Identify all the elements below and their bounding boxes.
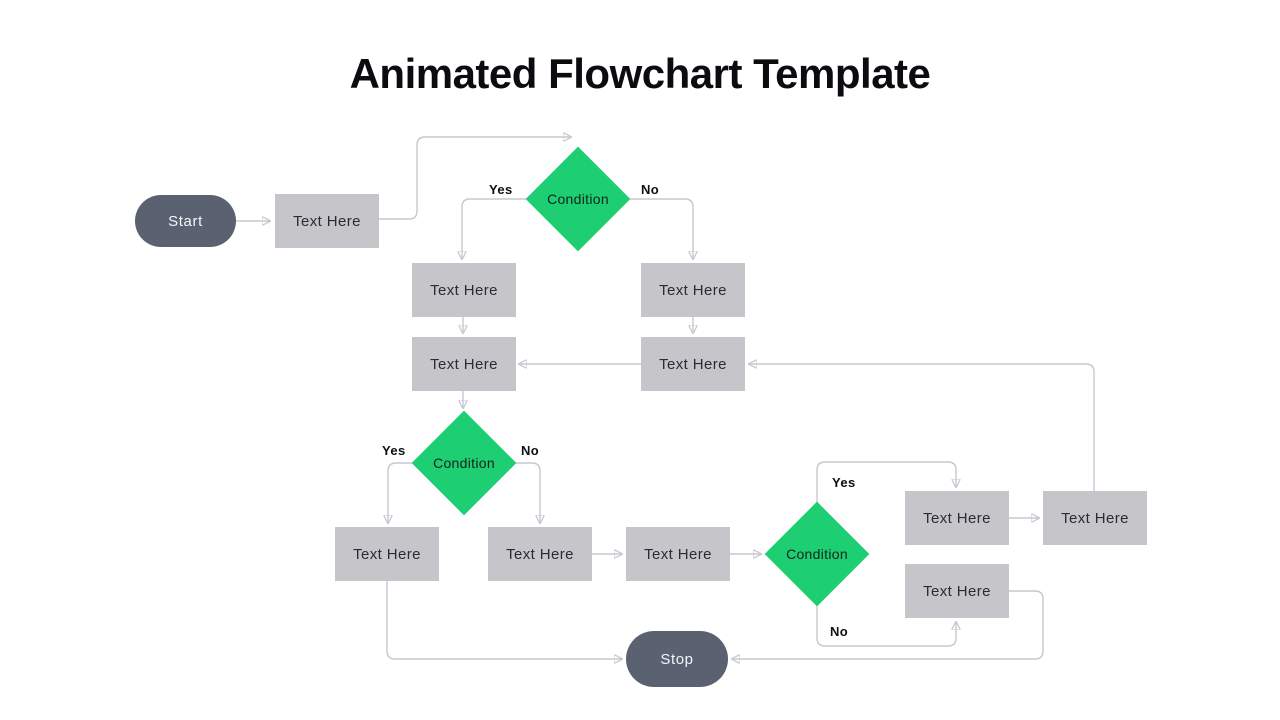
process-box: Text Here [905, 564, 1009, 618]
process-box: Text Here [1043, 491, 1147, 545]
branch-label-yes: Yes [489, 182, 513, 197]
process-box: Text Here [641, 337, 745, 391]
condition-label: Condition [786, 546, 848, 562]
process-box: Text Here [641, 263, 745, 317]
connector-box11-to-stop [732, 590, 1044, 659]
branch-label-yes: Yes [382, 443, 406, 458]
start-node: Start [135, 195, 236, 247]
condition-diamond: Condition [526, 147, 630, 251]
process-box: Text Here [412, 263, 516, 317]
page-title: Animated Flowchart Template [349, 50, 931, 97]
condition-diamond: Condition [765, 502, 869, 606]
process-box: Text Here [275, 194, 379, 248]
condition-label: Condition [547, 191, 609, 207]
branch-label-no: No [641, 182, 660, 197]
connector-condition3-no [816, 605, 956, 647]
process-box: Text Here [905, 491, 1009, 545]
condition-label: Condition [433, 455, 495, 471]
connector-box6-to-stop [386, 581, 622, 659]
connector-box10-feedback-to-box5 [749, 364, 1095, 491]
connector-condition2-yes [388, 462, 413, 523]
connector-condition3-yes [816, 461, 956, 503]
branch-label-yes: Yes [832, 475, 856, 490]
connector-box1-to-condition1 [379, 137, 571, 220]
process-box: Text Here [626, 527, 730, 581]
process-box: Text Here [412, 337, 516, 391]
connector-condition1-yes [462, 198, 527, 259]
connector-condition2-no [515, 462, 540, 523]
branch-label-no: No [830, 624, 849, 639]
stop-node: Stop [626, 631, 728, 687]
connector-condition1-no [630, 198, 693, 259]
branch-label-no: No [521, 443, 540, 458]
condition-diamond: Condition [412, 411, 516, 515]
process-box: Text Here [335, 527, 439, 581]
process-box: Text Here [488, 527, 592, 581]
